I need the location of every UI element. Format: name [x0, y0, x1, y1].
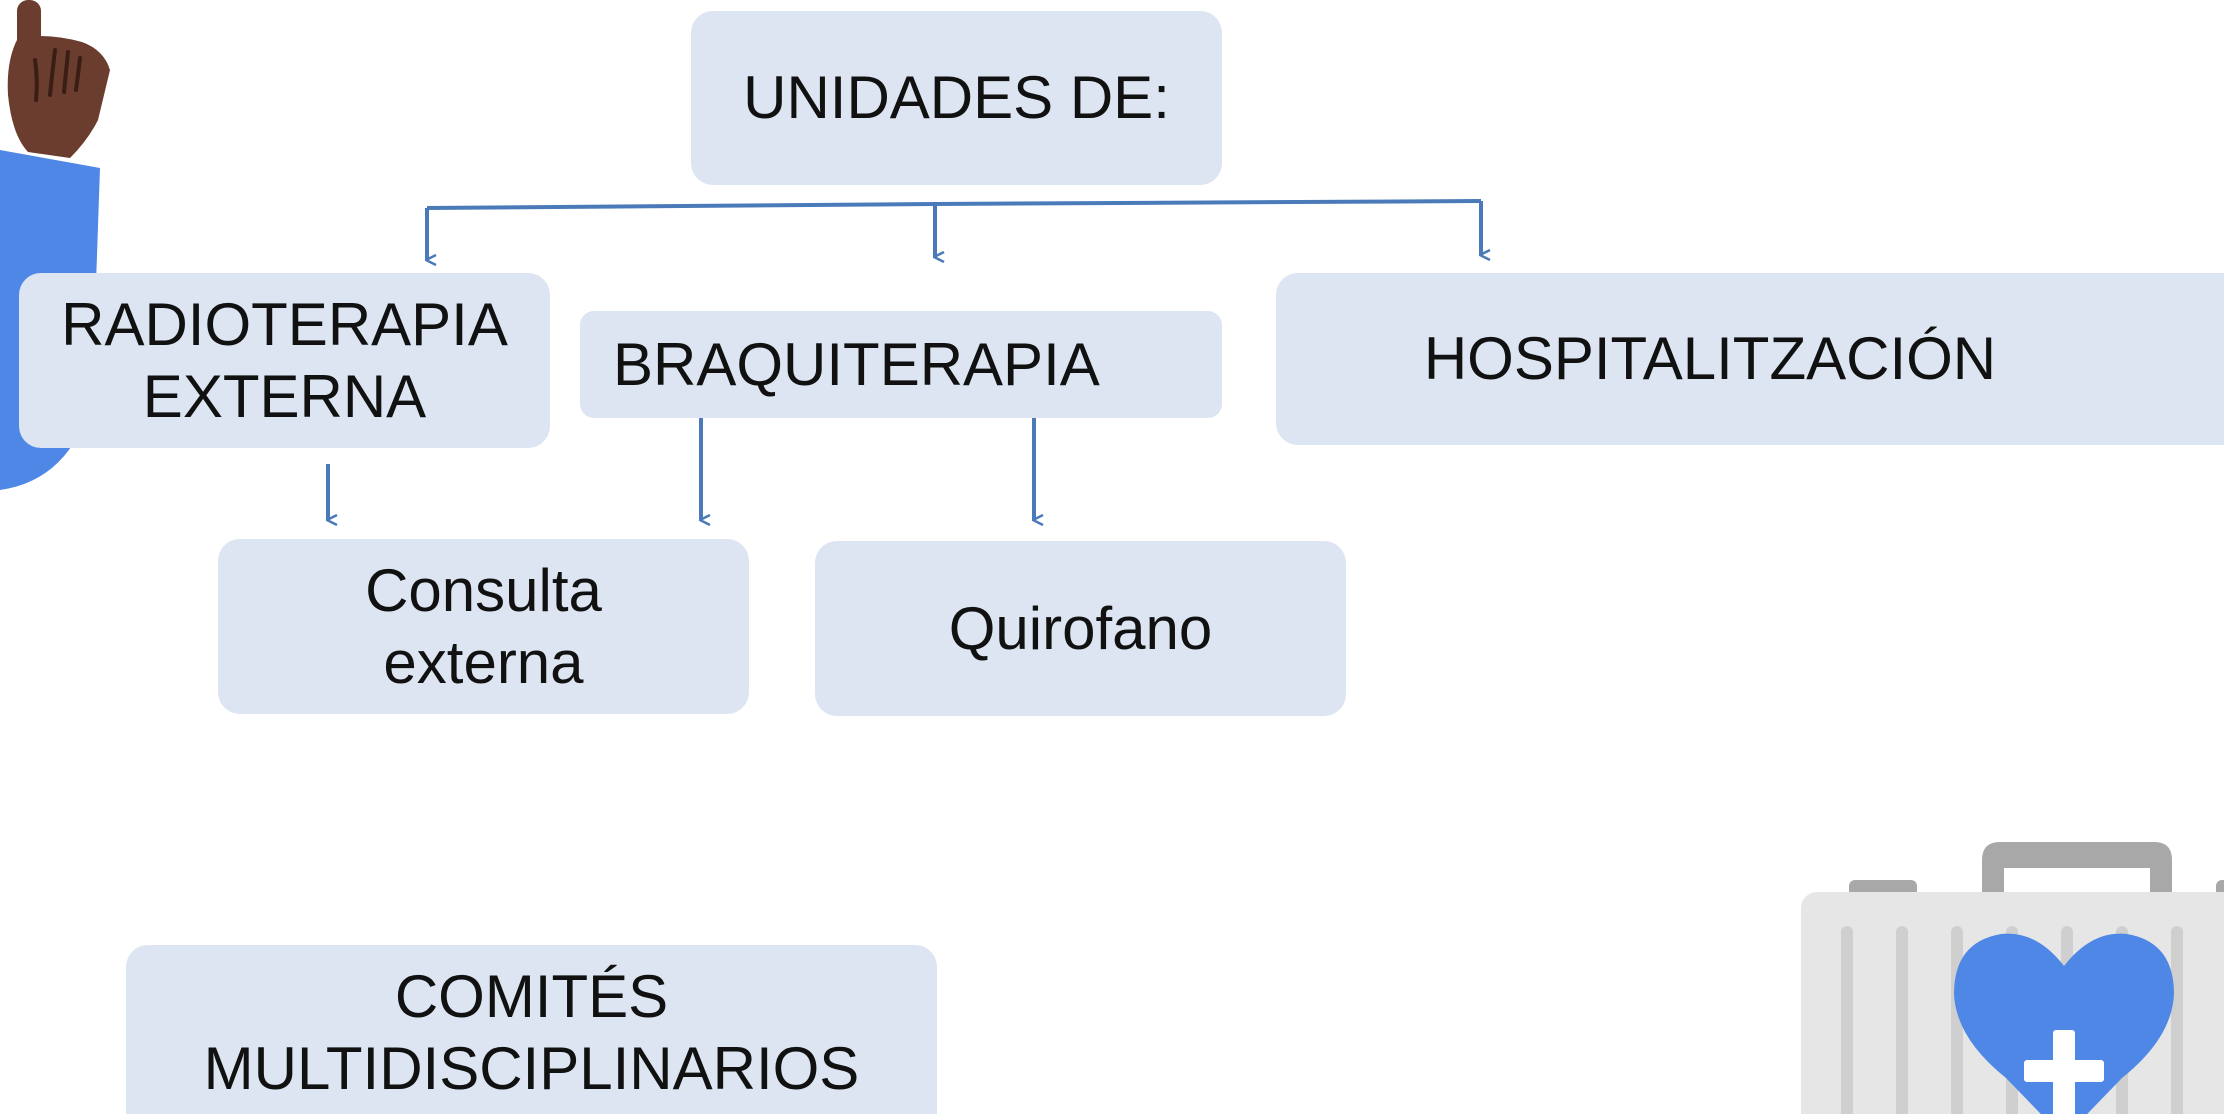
- node-comites-label: COMITÉS MULTIDISCIPLINARIOS: [203, 963, 860, 1102]
- root-branch-line: [426, 199, 1482, 210]
- node-comites-multidisciplinarios: COMITÉS MULTIDISCIPLINARIOS: [126, 945, 937, 1114]
- node-consulta-externa: Consulta externa: [218, 539, 749, 714]
- fist-shape: [7, 36, 110, 158]
- node-radioterapia-label: RADIOTERAPIA EXTERNA: [61, 290, 508, 430]
- node-hospitalitzacion-label: HOSPITALITZACIÓN: [1423, 325, 1997, 392]
- kit-handle: [1982, 842, 2172, 898]
- node-quirofano-label: Quirofano: [948, 594, 1213, 662]
- medical-kit-heart-icon: [1801, 842, 2224, 1114]
- root-node-unidades: UNIDADES DE:: [691, 11, 1222, 185]
- node-radioterapia-externa: RADIOTERAPIA EXTERNA: [19, 273, 550, 448]
- node-hospitalitzacion: HOSPITALITZACIÓN: [1276, 273, 2224, 445]
- node-braquiterapia-label: BRAQUITERAPIA: [613, 330, 1100, 398]
- node-braquiterapia: BRAQUITERAPIA: [580, 311, 1222, 418]
- raised-finger-shape: [17, 0, 41, 58]
- root-node-label: UNIDADES DE:: [743, 64, 1170, 131]
- node-quirofano: Quirofano: [815, 541, 1346, 716]
- heart-shape: [1954, 933, 2174, 1114]
- knuckle-lines: [33, 48, 82, 102]
- cross-icon: [2024, 1030, 2104, 1114]
- node-consulta-label: Consulta externa: [365, 556, 602, 696]
